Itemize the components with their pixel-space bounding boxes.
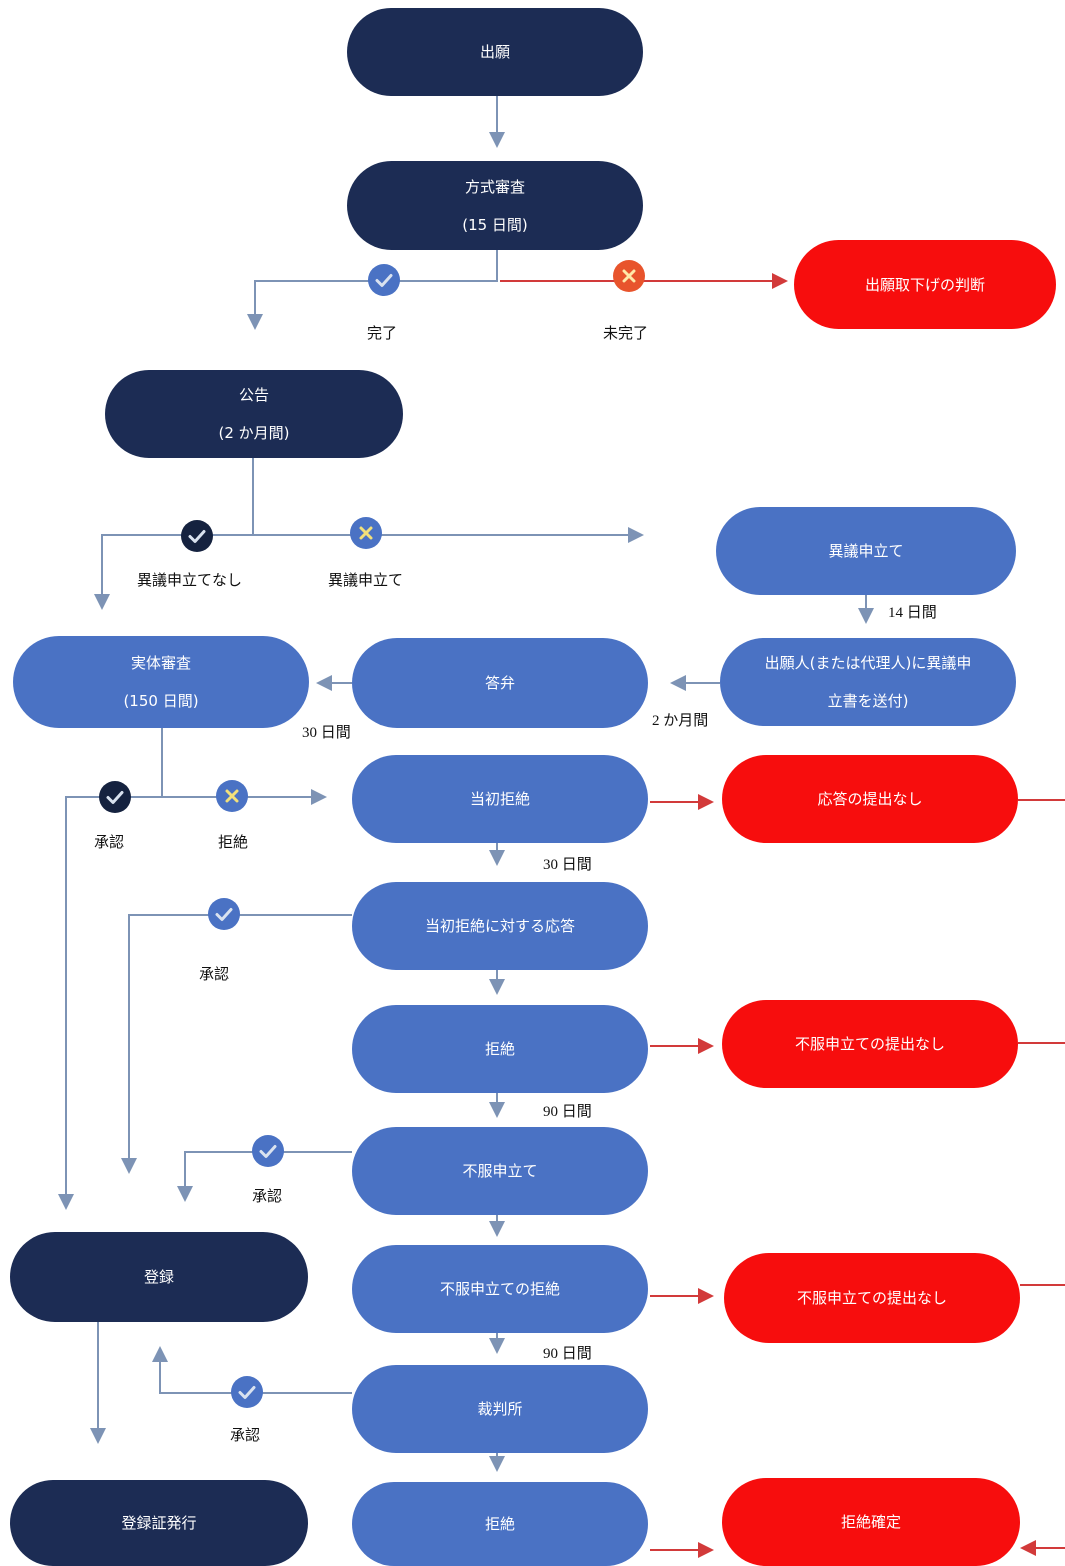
label-approve-1: 承認: [94, 835, 125, 851]
node-appeal-rejection-label: 不服申立ての拒絶: [439, 1280, 560, 1298]
check-icon: [208, 898, 240, 930]
node-certificate: 登録証発行: [10, 1480, 308, 1566]
node-no-appeal-2-label: 不服申立ての提出なし: [796, 1289, 947, 1307]
node-court: 裁判所: [352, 1365, 648, 1453]
label-30-days-b: 30 日間: [543, 857, 592, 873]
node-send-opposition-line2: 立書を送付): [827, 692, 909, 710]
node-opposition: 異議申立て: [716, 507, 1016, 595]
node-no-appeal-1: 不服申立ての提出なし: [722, 1000, 1018, 1088]
label-incomplete: 未完了: [603, 326, 649, 342]
node-filing-label: 出願: [479, 43, 510, 61]
label-approve-3: 承認: [252, 1189, 283, 1205]
node-rejection-final-label: 拒絶確定: [840, 1513, 901, 1531]
node-appeal-rejection: 不服申立ての拒絶: [352, 1245, 648, 1333]
node-no-response: 応答の提出なし: [722, 755, 1018, 843]
check-icon: [231, 1376, 263, 1408]
node-withdraw-decision-label: 出願取下げの判断: [864, 275, 985, 294]
node-no-appeal-2: 不服申立ての提出なし: [724, 1253, 1020, 1343]
node-registration: 登録: [10, 1232, 308, 1322]
node-registration-label: 登録: [143, 1268, 174, 1286]
node-initial-rejection: 当初拒絶: [352, 755, 648, 843]
node-rejection-2: 拒絶: [352, 1482, 648, 1566]
label-2-months: 2 か月間: [652, 713, 709, 729]
cross-icon: [216, 780, 248, 812]
node-rejection-1-label: 拒絶: [484, 1040, 515, 1058]
node-answer-label: 答弁: [484, 674, 515, 692]
label-opposition-filed: 異議申立て: [328, 573, 404, 589]
arrow-appeal-approve: [177, 1151, 352, 1202]
node-send-opposition-line1: 出願人(または代理人)に異議申: [764, 654, 972, 672]
node-appeal: 不服申立て: [352, 1127, 648, 1215]
node-no-response-label: 応答の提出なし: [817, 790, 923, 808]
node-publication-duration: (2 か月間): [218, 424, 290, 442]
label-90-days-a: 90 日間: [543, 1104, 592, 1120]
node-opposition-label: 異議申立て: [828, 542, 904, 560]
label-reject-1: 拒絶: [218, 835, 249, 851]
node-publication: 公告 (2 か月間): [105, 370, 403, 458]
node-formal-exam: 方式審査 (15 日間): [347, 161, 643, 250]
node-response-to-rejection: 当初拒絶に対する応答: [352, 882, 648, 970]
node-formal-exam-title: 方式審査: [464, 177, 525, 196]
node-send-opposition: 出願人(または代理人)に異議申 立書を送付): [720, 638, 1016, 726]
arrow-response-approve: [121, 914, 352, 1174]
check-icon: [99, 781, 131, 813]
check-icon: [181, 520, 213, 552]
node-court-label: 裁判所: [477, 1400, 523, 1418]
node-substantive-exam-duration: (150 日間): [123, 692, 199, 710]
node-filing: 出願: [347, 8, 643, 96]
node-answer: 答弁: [352, 638, 648, 728]
cross-icon: [613, 260, 645, 292]
node-publication-title: 公告: [238, 386, 269, 404]
node-rejection-2-label: 拒絶: [484, 1515, 515, 1533]
label-complete: 完了: [367, 326, 398, 342]
label-no-opposition: 異議申立てなし: [137, 573, 243, 589]
label-30-days-a: 30 日間: [302, 725, 351, 741]
node-withdraw-decision: 出願取下げの判断: [794, 240, 1056, 329]
node-response-to-rejection-label: 当初拒絶に対する応答: [424, 917, 575, 935]
check-icon: [368, 264, 400, 296]
node-rejection-final: 拒絶確定: [722, 1478, 1020, 1566]
check-icon: [252, 1135, 284, 1167]
arrow-court-approve: [152, 1346, 352, 1394]
label-90-days-b: 90 日間: [543, 1346, 592, 1362]
node-substantive-exam-title: 実体審査: [130, 654, 191, 672]
cross-icon: [350, 517, 382, 549]
node-no-appeal-1-label: 不服申立ての提出なし: [794, 1035, 945, 1053]
node-certificate-label: 登録証発行: [121, 1514, 197, 1532]
node-rejection-1: 拒絶: [352, 1005, 648, 1093]
node-appeal-label: 不服申立て: [462, 1162, 538, 1180]
node-initial-rejection-label: 当初拒絶: [469, 790, 530, 808]
label-14-days: 14 日間: [888, 605, 937, 621]
node-substantive-exam: 実体審査 (150 日間): [13, 636, 309, 728]
label-approve-4: 承認: [230, 1428, 261, 1444]
node-formal-exam-duration: (15 日間): [462, 215, 528, 234]
arrow-substantive-approve: [58, 796, 162, 1210]
label-approve-2: 承認: [199, 967, 230, 983]
